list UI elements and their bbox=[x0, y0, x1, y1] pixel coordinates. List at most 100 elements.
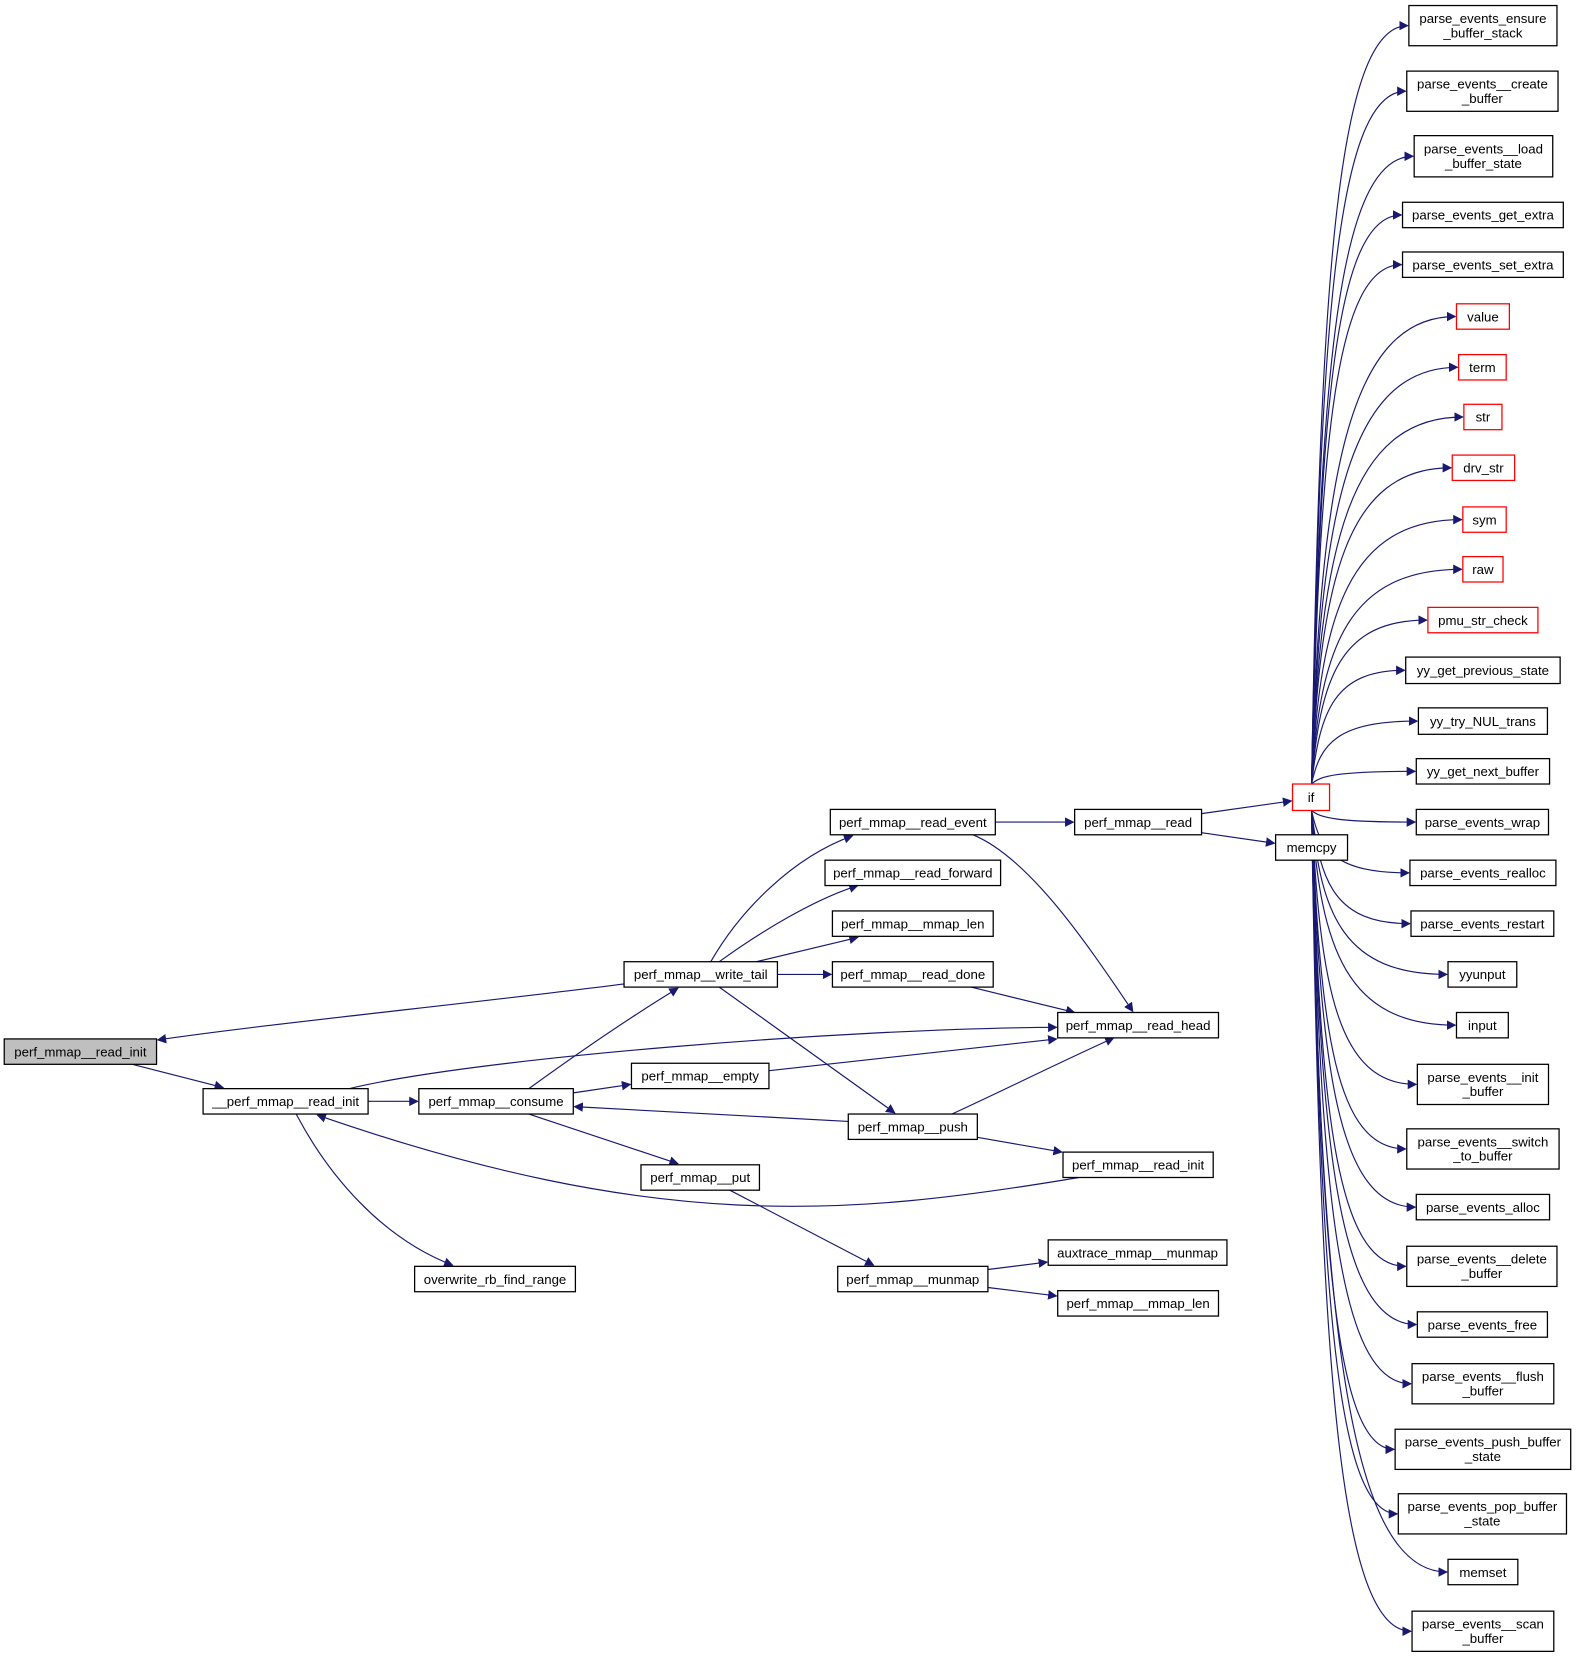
node-box bbox=[1427, 606, 1539, 634]
node-label: _buffer bbox=[1461, 91, 1504, 106]
node-label: parse_events__delete bbox=[1417, 1252, 1547, 1267]
node-box bbox=[1447, 961, 1518, 988]
node-r3[interactable]: parse_events_get_extra bbox=[1401, 201, 1564, 229]
node-box bbox=[1397, 1493, 1568, 1535]
node-box bbox=[1462, 506, 1507, 533]
edge-read_init_main-to-__read_init bbox=[132, 1063, 225, 1091]
edge-if-to-r10 bbox=[1310, 564, 1463, 785]
node-r18[interactable]: yyunput bbox=[1447, 961, 1518, 988]
node-box bbox=[1406, 1245, 1558, 1288]
node-r16[interactable]: parse_events_realloc bbox=[1409, 859, 1557, 887]
node-box bbox=[1408, 4, 1558, 47]
node-mmap-len1[interactable]: perf_mmap__mmap_len bbox=[831, 910, 994, 937]
edge-if-to-r11 bbox=[1310, 615, 1428, 785]
node-label: perf_mmap__read_event bbox=[839, 815, 987, 830]
node-label: parse_events_push_buffer bbox=[1405, 1435, 1562, 1450]
node-r1[interactable]: parse_events__create_buffer bbox=[1406, 70, 1559, 112]
node-label: parse_events_realloc bbox=[1420, 866, 1546, 881]
node-label: parse_events__create bbox=[1417, 77, 1548, 92]
node-mmap-len2[interactable]: perf_mmap__mmap_len bbox=[1057, 1290, 1220, 1317]
node-r9[interactable]: sym bbox=[1462, 506, 1507, 533]
edge-if-to-r1 bbox=[1310, 86, 1407, 785]
node-label: perf_mmap__read_done bbox=[840, 967, 985, 982]
node-r25[interactable]: parse_events__flush_buffer bbox=[1411, 1363, 1555, 1405]
node-box bbox=[1416, 1311, 1549, 1338]
node-r27[interactable]: parse_events_pop_buffer_state bbox=[1397, 1493, 1568, 1535]
node-read-done[interactable]: perf_mmap__read_done bbox=[831, 961, 994, 988]
node-r26[interactable]: parse_events_push_buffer_state bbox=[1394, 1428, 1572, 1471]
node-label: perf_mmap__read bbox=[1084, 815, 1192, 830]
node-label: memset bbox=[1459, 1565, 1506, 1580]
node-overwrite[interactable]: overwrite_rb_find_range bbox=[413, 1265, 577, 1293]
node-label: perf_mmap__put bbox=[650, 1170, 750, 1185]
node-r19[interactable]: input bbox=[1455, 1011, 1509, 1039]
node-r10[interactable]: raw bbox=[1462, 555, 1504, 583]
node-label: __perf_mmap__read_init bbox=[211, 1094, 359, 1109]
node-read-head[interactable]: perf_mmap__read_head bbox=[1057, 1011, 1220, 1039]
node-r13[interactable]: yy_try_NUL_trans bbox=[1417, 707, 1549, 735]
edge-read-to-if bbox=[1201, 797, 1293, 815]
node-r2[interactable]: parse_events__load_buffer_state bbox=[1413, 135, 1554, 178]
node-box bbox=[1074, 808, 1203, 836]
node-memcpy[interactable]: memcpy bbox=[1274, 834, 1349, 861]
node-label: if bbox=[1308, 790, 1315, 805]
edge-munmap-to-mmap_len2 bbox=[987, 1286, 1058, 1300]
node-r23[interactable]: parse_events__delete_buffer bbox=[1406, 1245, 1558, 1288]
node-write-tail[interactable]: perf_mmap__write_tail bbox=[623, 961, 779, 988]
node-r0[interactable]: parse_events_ensure_buffer_stack bbox=[1408, 4, 1558, 47]
edge-read_done-to-read_head bbox=[970, 986, 1076, 1016]
node-push[interactable]: perf_mmap__push bbox=[847, 1113, 978, 1141]
node-read-event[interactable]: perf_mmap__read_event bbox=[829, 808, 996, 836]
edge-if-to-r20 bbox=[1310, 810, 1418, 1090]
node-r20[interactable]: parse_events__init_buffer bbox=[1416, 1063, 1550, 1106]
node-label: perf_mmap__read_forward bbox=[833, 866, 992, 881]
edge-if-to-r5 bbox=[1310, 311, 1457, 785]
node-r15[interactable]: parse_events_wrap bbox=[1415, 808, 1550, 836]
node-box bbox=[1455, 303, 1510, 330]
node-label: _buffer bbox=[1461, 1383, 1504, 1398]
node-auxtrace[interactable]: auxtrace_mmap__munmap bbox=[1047, 1239, 1228, 1266]
node-r6[interactable]: term bbox=[1457, 353, 1507, 381]
node-r14[interactable]: yy_get_next_buffer bbox=[1415, 757, 1551, 785]
node-label: parse_events_restart bbox=[1420, 916, 1545, 931]
node-r28[interactable]: memset bbox=[1447, 1558, 1519, 1586]
node-r7[interactable]: str bbox=[1463, 403, 1503, 431]
node-r8[interactable]: drv_str bbox=[1451, 454, 1516, 482]
node-r5[interactable]: value bbox=[1455, 303, 1510, 330]
edge-push-to-read_init2 bbox=[977, 1136, 1063, 1156]
node-r29[interactable]: parse_events__scan_buffer bbox=[1411, 1610, 1555, 1652]
node-if[interactable]: if bbox=[1291, 783, 1331, 812]
node-r17[interactable]: parse_events_restart bbox=[1410, 910, 1555, 937]
node-label: perf_mmap__mmap_len bbox=[1066, 1296, 1209, 1311]
node-r12[interactable]: yy_get_previous_state bbox=[1405, 656, 1561, 685]
node-box bbox=[1401, 251, 1564, 279]
edge-if-to-r29 bbox=[1310, 810, 1412, 1636]
node-label: parse_events_wrap bbox=[1425, 815, 1540, 830]
edge-if-to-r19 bbox=[1310, 810, 1457, 1030]
node-box bbox=[202, 1088, 369, 1115]
node-r22[interactable]: parse_events_alloc bbox=[1415, 1193, 1551, 1221]
node-r24[interactable]: parse_events_free bbox=[1416, 1311, 1549, 1338]
node-box bbox=[1447, 1558, 1519, 1586]
node-munmap[interactable]: perf_mmap__munmap bbox=[837, 1265, 989, 1293]
node-read-forward[interactable]: perf_mmap__read_forward bbox=[824, 859, 1002, 887]
node-label: yyunput bbox=[1459, 967, 1506, 982]
node-box bbox=[1409, 859, 1557, 887]
node-consume[interactable]: perf_mmap__consume bbox=[418, 1088, 574, 1115]
edge-if-to-r12 bbox=[1310, 665, 1406, 785]
node-r21[interactable]: parse_events__switch_to_buffer bbox=[1406, 1128, 1560, 1170]
node-read-init2[interactable]: perf_mmap__read_init bbox=[1062, 1151, 1214, 1179]
node-label: raw bbox=[1472, 562, 1494, 577]
node-r4[interactable]: parse_events_set_extra bbox=[1401, 251, 1564, 279]
node-r11[interactable]: pmu_str_check bbox=[1427, 606, 1539, 634]
node-box bbox=[623, 961, 779, 988]
node-box bbox=[630, 1062, 770, 1090]
node-read[interactable]: perf_mmap__read bbox=[1074, 808, 1203, 836]
node-put[interactable]: perf_mmap__put bbox=[640, 1164, 761, 1191]
node-read-init-main[interactable]: perf_mmap__read_init bbox=[3, 1038, 158, 1065]
node-box bbox=[1406, 70, 1559, 112]
node-read-init[interactable]: __perf_mmap__read_init bbox=[202, 1088, 369, 1115]
node-empty[interactable]: perf_mmap__empty bbox=[630, 1062, 770, 1090]
edge-empty-to-read_head bbox=[768, 1035, 1058, 1072]
node-box bbox=[1415, 808, 1550, 836]
